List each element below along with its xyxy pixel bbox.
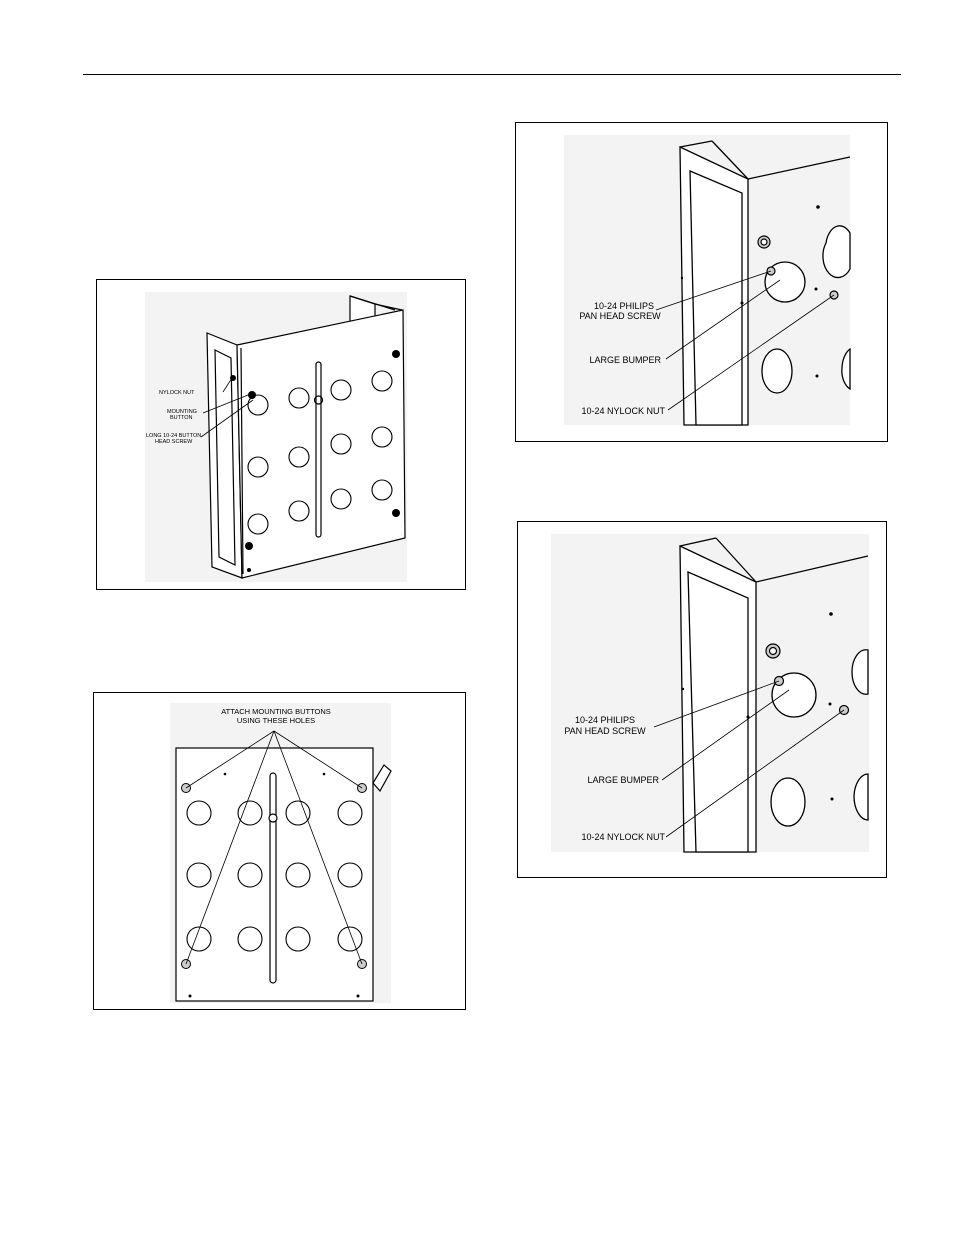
label-large-bumper: LARGE BUMPER (587, 775, 659, 785)
label-large-bumper: LARGE BUMPER (589, 355, 661, 365)
label-nylock-nut: NYLOCK NUT (159, 390, 195, 396)
bracket-isometric-drawing: NYLOCK NUT MOUNTING BUTTON LONG 10-24 BU… (97, 280, 465, 589)
label-nylock-nut: 10-24 NYLOCK NUT (581, 832, 665, 842)
label-screw-line2: PAN HEAD SCREW (564, 726, 646, 736)
label-long-screw-line2: HEAD SCREW (155, 439, 193, 445)
label-attach-line1: ATTACH MOUNTING BUTTONS (221, 707, 331, 716)
figure-large-bumper-detail-2: 10-24 PHILIPS PAN HEAD SCREW LARGE BUMPE… (517, 521, 887, 878)
label-screw-line1: 10-24 PHILIPS (575, 715, 635, 725)
figure-large-bumper-detail-1: 10-24 PHILIPS PAN HEAD SCREW LARGE BUMPE… (515, 122, 888, 442)
label-mounting-button-line2: BUTTON (170, 415, 193, 421)
label-screw-line2: PAN HEAD SCREW (579, 311, 661, 321)
label-screw-line1: 10-24 PHILIPS (594, 301, 654, 311)
label-attach-line2: USING THESE HOLES (237, 716, 315, 725)
figure-mounting-button-assembly: NYLOCK NUT MOUNTING BUTTON LONG 10-24 BU… (96, 279, 466, 590)
label-nylock-nut: 10-24 NYLOCK NUT (581, 406, 665, 416)
header-rule (83, 74, 901, 75)
bumper-detail-drawing-1: 10-24 PHILIPS PAN HEAD SCREW LARGE BUMPE… (516, 123, 887, 441)
panel-front-drawing: ATTACH MOUNTING BUTTONS USING THESE HOLE… (94, 693, 465, 1009)
figure-attach-holes: ATTACH MOUNTING BUTTONS USING THESE HOLE… (93, 692, 466, 1010)
bumper-detail-drawing-2: 10-24 PHILIPS PAN HEAD SCREW LARGE BUMPE… (518, 522, 886, 877)
